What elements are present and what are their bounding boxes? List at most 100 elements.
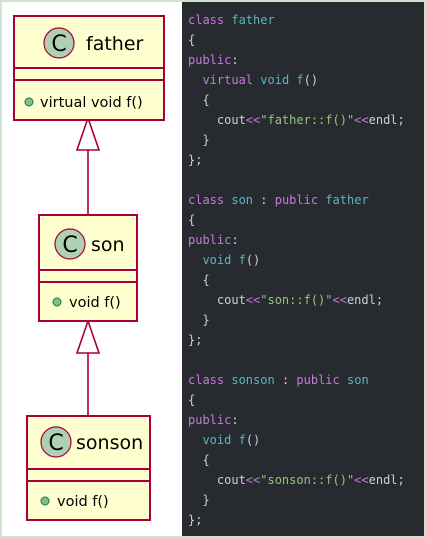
code-line: virtual void f() bbox=[188, 70, 424, 90]
code-line: }; bbox=[188, 150, 424, 170]
code-token: class bbox=[188, 373, 232, 387]
code-line: { bbox=[188, 450, 424, 470]
code-token: f bbox=[238, 433, 246, 447]
code-token: son bbox=[347, 373, 369, 387]
code-token: "sonson::f()" bbox=[260, 473, 355, 487]
code-token: public bbox=[296, 373, 340, 387]
inheritance-arrowhead bbox=[75, 115, 101, 151]
class-icon-letter: C bbox=[48, 431, 63, 456]
class-method: void f() bbox=[57, 494, 109, 510]
inheritance-arrowhead bbox=[75, 318, 101, 354]
class-icon bbox=[40, 426, 72, 458]
code-token: cout bbox=[188, 473, 246, 487]
code-line: class sonson : public son bbox=[188, 370, 424, 390]
class-method: virtual void f() bbox=[40, 95, 143, 111]
code-line bbox=[188, 350, 424, 370]
code-token: : bbox=[231, 413, 239, 427]
code-token: } bbox=[188, 133, 210, 147]
code-line: void f() bbox=[188, 250, 424, 270]
code-token: father bbox=[231, 13, 275, 27]
code-token bbox=[188, 73, 202, 87]
class-name: son bbox=[91, 234, 125, 256]
code-token: { bbox=[188, 393, 196, 407]
code-token: endl; bbox=[346, 293, 384, 307]
code-token: { bbox=[188, 273, 210, 287]
code-line: }; bbox=[188, 330, 424, 350]
public-method-icon bbox=[52, 297, 62, 307]
code-token: sonson bbox=[231, 373, 275, 387]
code-token bbox=[188, 253, 202, 267]
code-line: cout<<"sonson::f()"<<endl; bbox=[188, 470, 424, 490]
code-token: father bbox=[325, 193, 369, 207]
code-token: : bbox=[231, 53, 239, 67]
code-token: public bbox=[274, 193, 319, 207]
code-line: cout<<"son::f()"<<endl; bbox=[188, 290, 424, 310]
code-token: "father::f()" bbox=[260, 113, 355, 127]
code-line: { bbox=[188, 30, 424, 50]
code-token: class bbox=[188, 193, 232, 207]
code-line: } bbox=[188, 130, 424, 150]
code-token: public bbox=[188, 53, 232, 67]
code-token bbox=[188, 433, 202, 447]
code-token: class bbox=[188, 13, 232, 27]
code-token: << bbox=[245, 113, 261, 127]
code-token: f bbox=[238, 253, 246, 267]
code-token: public bbox=[188, 413, 232, 427]
class-icon-letter: C bbox=[51, 32, 66, 57]
code-token: << bbox=[245, 473, 261, 487]
code-token: public bbox=[188, 233, 232, 247]
code-token: : bbox=[231, 233, 239, 247]
code-token: "son::f()" bbox=[260, 293, 333, 307]
code-line: class father bbox=[188, 10, 424, 30]
inheritance-sonson-son bbox=[75, 318, 101, 416]
uml-canvas: C father virtual void f() C son void f()… bbox=[13, 15, 165, 521]
code-line: public: bbox=[188, 410, 424, 430]
code-token: virtual bbox=[202, 73, 254, 87]
code-line: class son : public father bbox=[188, 190, 424, 210]
class-icon bbox=[43, 27, 75, 59]
code-line: } bbox=[188, 310, 424, 330]
code-line: } bbox=[188, 490, 424, 510]
code-line: void f() bbox=[188, 430, 424, 450]
code-token: } bbox=[188, 313, 210, 327]
code-token: { bbox=[188, 213, 196, 227]
code-token: void bbox=[202, 433, 232, 447]
code-token: void bbox=[202, 253, 232, 267]
code-token: f bbox=[296, 73, 304, 87]
uml-class-diagram: C father virtual void f() C son void f()… bbox=[2, 2, 182, 536]
class-icon bbox=[54, 228, 86, 260]
code-token: << bbox=[354, 473, 369, 487]
code-token: : bbox=[274, 373, 297, 387]
code-token: : bbox=[253, 193, 275, 207]
code-token: << bbox=[332, 293, 347, 307]
code-token: () bbox=[245, 433, 261, 447]
code-token: }; bbox=[188, 513, 203, 527]
code-line: cout<<"father::f()"<<endl; bbox=[188, 110, 424, 130]
code-line: { bbox=[188, 90, 424, 110]
class-method: void f() bbox=[69, 295, 121, 311]
code-token: son bbox=[231, 193, 254, 207]
code-token: }; bbox=[188, 153, 203, 167]
code-line: }; bbox=[188, 510, 424, 530]
public-method-icon bbox=[40, 496, 50, 506]
code-line: public: bbox=[188, 230, 424, 250]
code-line bbox=[188, 170, 424, 190]
code-token: void bbox=[260, 73, 290, 87]
code-token bbox=[340, 373, 347, 387]
code-line: { bbox=[188, 210, 424, 230]
class-father: C father virtual void f() bbox=[13, 15, 165, 121]
inheritance-son-father bbox=[75, 115, 101, 215]
code-line: public: bbox=[188, 50, 424, 70]
code-token bbox=[231, 253, 238, 267]
code-token: << bbox=[245, 293, 261, 307]
code-token: { bbox=[188, 453, 210, 467]
public-method-icon bbox=[24, 97, 34, 107]
class-icon-letter: C bbox=[62, 233, 77, 258]
class-son: C son void f() bbox=[38, 214, 138, 322]
code-token: { bbox=[188, 93, 210, 107]
code-token: endl; bbox=[368, 473, 405, 487]
code-line: { bbox=[188, 270, 424, 290]
code-token: { bbox=[188, 33, 196, 47]
class-name: sonson bbox=[76, 432, 143, 454]
